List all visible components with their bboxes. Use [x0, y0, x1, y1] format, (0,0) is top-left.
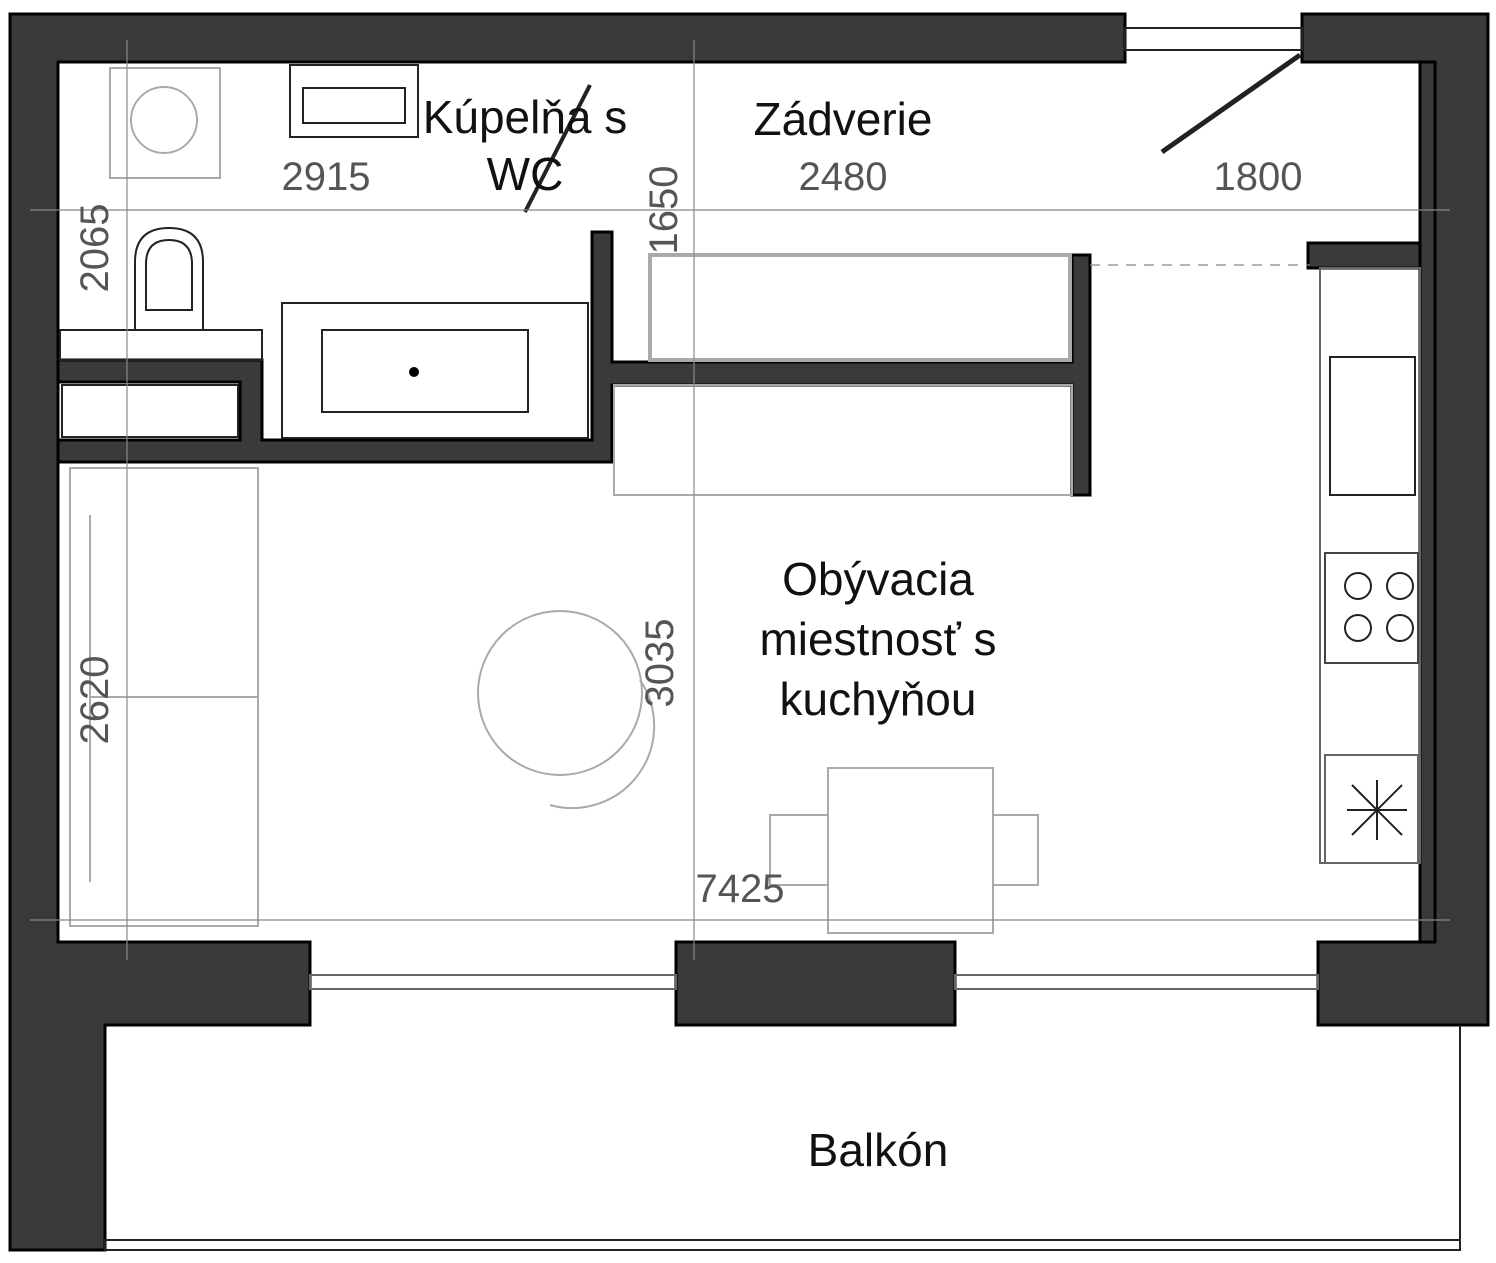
dim-living-left: 2620 [73, 656, 117, 745]
dim-hall-right: 1800 [1214, 155, 1303, 199]
storage-box [61, 384, 239, 438]
dim-bath-height: 2065 [73, 204, 117, 293]
wardrobe [648, 253, 1072, 362]
dimension-labels: 2915 2065 1650 2480 1800 2620 3035 7425 [73, 155, 1302, 911]
balcony-window-1 [309, 974, 677, 990]
fridge [1324, 754, 1419, 864]
kitchen-sink [1329, 356, 1416, 496]
washbasin-bowl [302, 87, 406, 124]
dim-living-width: 7425 [696, 867, 785, 911]
fridge-star-icon [1347, 780, 1407, 840]
chair-right [992, 814, 1039, 886]
bathtub-inner [321, 329, 529, 413]
toilet [134, 226, 204, 330]
bathroom-door-leaf [523, 84, 592, 213]
room-label-living: miestnosť s [759, 613, 996, 665]
coffee-table [477, 610, 643, 776]
room-label-balcony: Balkón [808, 1124, 949, 1176]
room-labels: Kúpelňa s WC Zádverie Obývacia miestnosť… [423, 91, 997, 1176]
balcony-window-2 [954, 974, 1319, 990]
window-top [1124, 27, 1303, 51]
burner-icon [1344, 572, 1372, 600]
burner-icon [1386, 614, 1414, 642]
chair-left [769, 814, 829, 886]
washing-machine [109, 67, 221, 179]
dim-hall-width: 2480 [799, 155, 888, 199]
cooktop [1324, 552, 1419, 664]
room-label-hallway: Zádverie [754, 93, 933, 145]
dim-wall-gap: 1650 [642, 166, 686, 255]
room-label-living: kuchyňou [780, 673, 977, 725]
dining-table [827, 767, 994, 934]
burner-icon [1344, 614, 1372, 642]
dimension-lines [30, 40, 1450, 960]
balcony-railing [104, 1239, 1461, 1251]
bathtub-drain-icon [409, 367, 419, 377]
room-label-bathroom: Kúpelňa s [423, 91, 628, 143]
toilet-ledge [59, 329, 263, 361]
burner-icon [1386, 572, 1414, 600]
toilet-seat [145, 238, 193, 311]
walls [8, 12, 1490, 1252]
washbasin [289, 64, 419, 138]
washing-machine-drum [130, 86, 198, 154]
coffee-table-2 [549, 679, 656, 810]
outer-wall-top-right [1300, 12, 1490, 1027]
bathtub [281, 302, 589, 439]
dim-bath-width: 2915 [282, 155, 371, 199]
bottom-wall-pillar [674, 940, 957, 1027]
windows-doors [104, 27, 1461, 1251]
tv-cabinet [613, 384, 1073, 496]
room-label-bathroom: WC [487, 148, 564, 200]
bathroom-wall [56, 230, 1092, 497]
room-label-living: Obývacia [782, 553, 974, 605]
entry-door-leaf [1160, 52, 1302, 155]
inner-right-wall [1418, 60, 1437, 944]
dim-living-mid: 3035 [638, 619, 682, 708]
kitchen-partition [1306, 241, 1422, 270]
fixtures [59, 64, 1421, 934]
